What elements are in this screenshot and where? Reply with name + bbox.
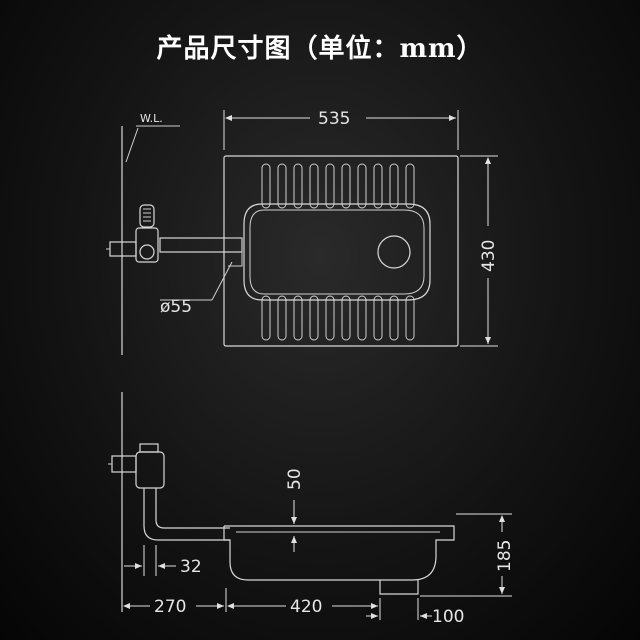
water-level-label: W.L. [140,112,163,125]
pipe-offset-label: 32 [180,557,202,577]
valve-top-side [139,443,159,453]
drain-hole [377,235,411,269]
basin-outline [243,203,431,301]
pipe-diameter-label: ø55 [160,297,192,317]
flush-pipe-inner [155,488,230,529]
side-view: 185 50 32 270 420 100 [108,392,515,627]
flush-valve-knob [139,244,155,260]
grooves-bottom [261,295,415,341]
height-label: 185 [495,540,515,572]
flush-pipe-outer [143,488,230,541]
inlet-spud [228,237,243,267]
flush-valve-handle [139,204,155,228]
center-to-drain-label: 420 [290,597,322,617]
diameter-leader [211,261,233,301]
inlet-pipe [159,237,243,253]
supply-connector-side [111,455,137,473]
pan-outline [223,155,459,347]
step-label: 50 [285,468,305,490]
basin-inner [249,209,425,295]
supply-connector [109,241,137,257]
wall-to-center-label: 270 [154,597,186,617]
drain-width-label: 100 [432,607,464,627]
water-level-leader [125,127,139,163]
width-label: 535 [318,109,350,129]
page-title: 产品尺寸图（单位：mm） [156,34,484,64]
valve-body-side [135,451,165,489]
grooves-top [261,163,415,209]
pan-profile-left [223,526,380,581]
depth-label: 430 [479,240,499,272]
top-view: W.L. 535 430 [106,109,499,355]
pan-profile-right [224,525,455,595]
